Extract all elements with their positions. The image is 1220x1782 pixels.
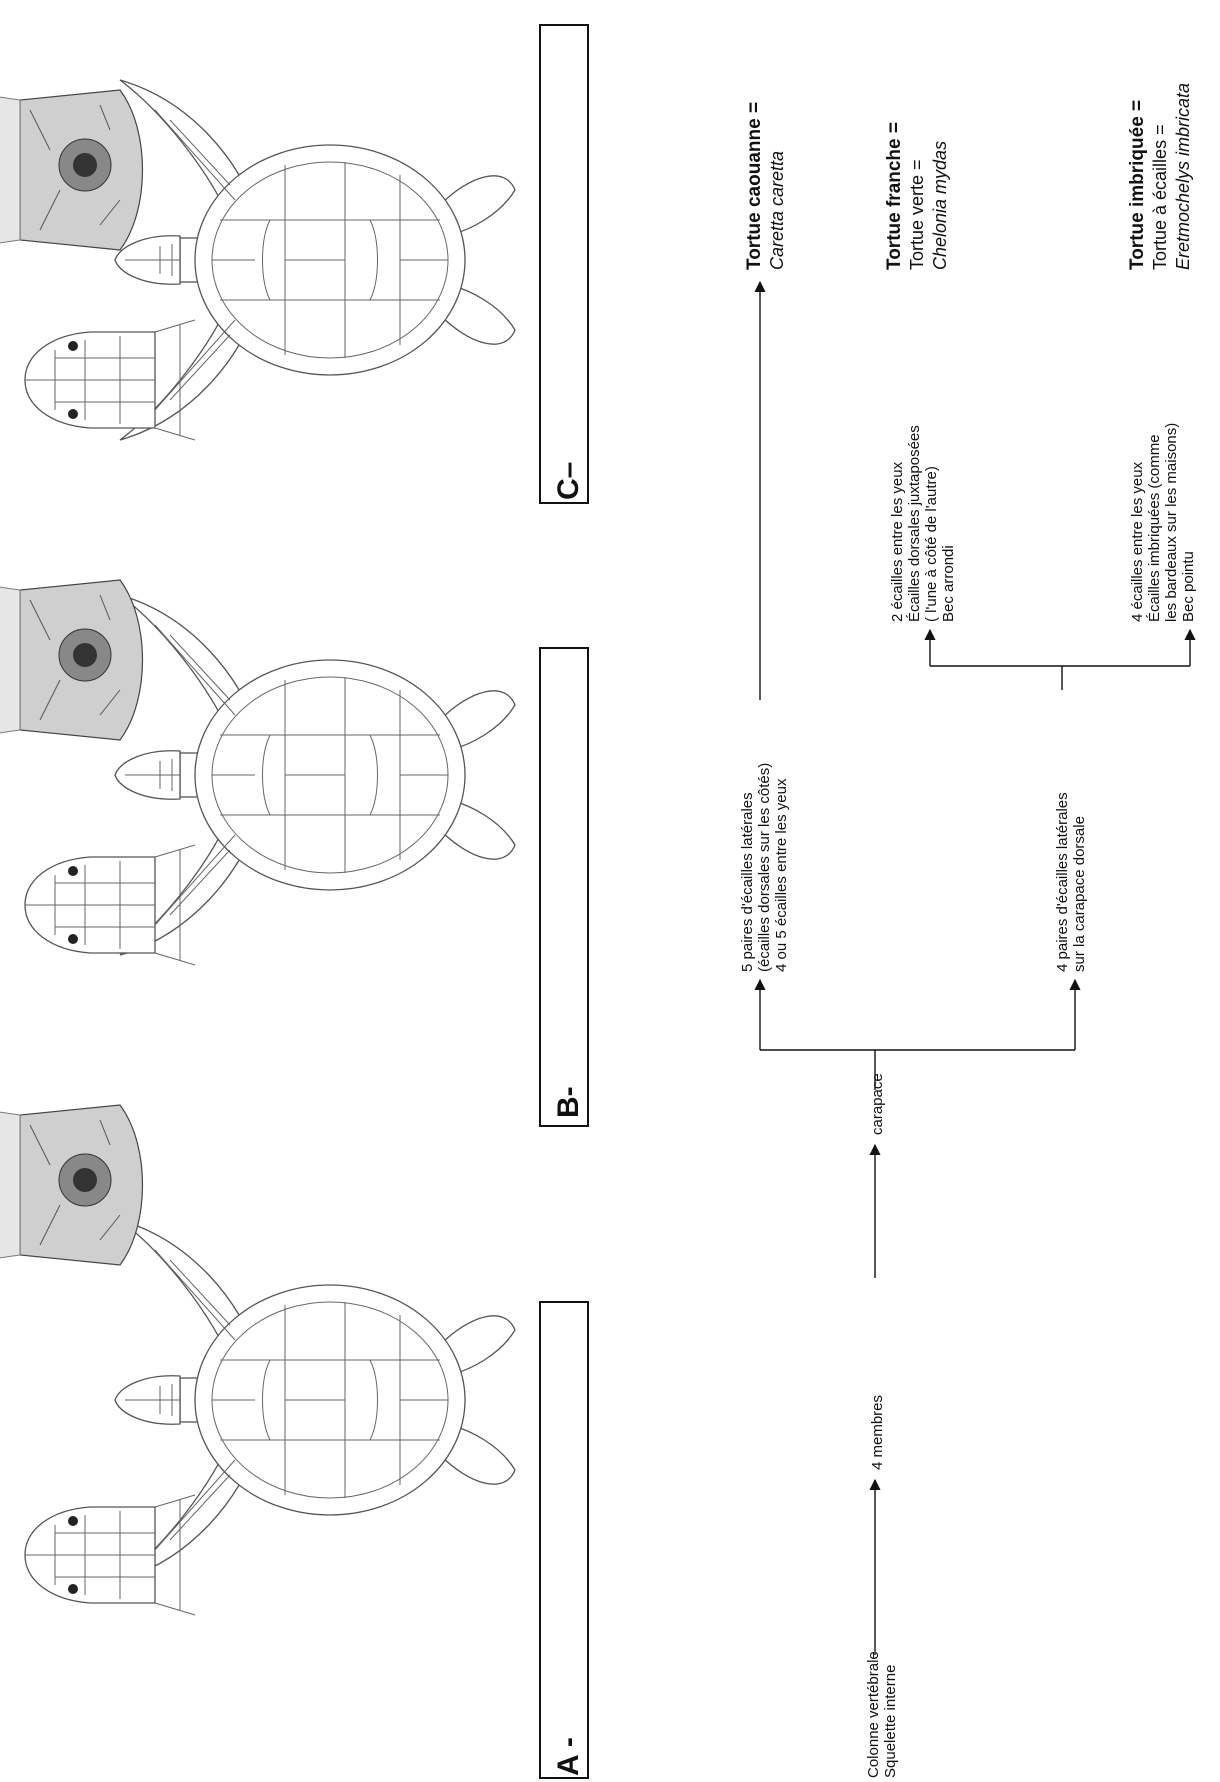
- turtle-illustration-a: [115, 1220, 515, 1580]
- cladogram-lines: [760, 282, 1190, 1655]
- trait-four-pairs: 4 paires d'écailles latérales sur la car…: [1054, 788, 1088, 972]
- head-shaded-c: [0, 90, 143, 250]
- box-label-c: C–: [552, 462, 585, 500]
- turtle-illustration-c: [115, 80, 515, 440]
- head-sketch-c: [25, 320, 195, 440]
- trait-franche: 2 écailles entre les yeux Écailles dorsa…: [889, 421, 957, 622]
- answer-box-c[interactable]: [540, 25, 588, 503]
- root-label: Colonne vertébrale Squelette interne: [865, 1647, 899, 1778]
- box-label-b: B-: [552, 1086, 585, 1118]
- head-shaded-a: [0, 1105, 143, 1265]
- answer-box-b[interactable]: [540, 648, 588, 1126]
- turtle-illustration-b: [115, 595, 515, 955]
- head-sketch-b: [25, 845, 195, 965]
- answer-box-a[interactable]: [540, 1302, 588, 1778]
- trait-imbriquee: 4 écailles entre les yeux Écailles imbri…: [1129, 419, 1197, 622]
- trait-five-pairs: 5 paires d'écailles latérales (écailles …: [739, 759, 790, 972]
- trait-membres: 4 membres: [869, 1395, 886, 1470]
- species-imbriquee: Tortue imbriquée = Tortue à écailles = E…: [1127, 83, 1193, 270]
- box-label-a: A -: [552, 1737, 585, 1776]
- species-caouanne: Tortue caouanne = Caretta caretta: [744, 98, 787, 271]
- trait-carapace: carapace: [869, 1073, 886, 1135]
- head-shaded-b: [0, 580, 143, 740]
- species-franche: Tortue franche = Tortue verte = Chelonia…: [884, 118, 950, 270]
